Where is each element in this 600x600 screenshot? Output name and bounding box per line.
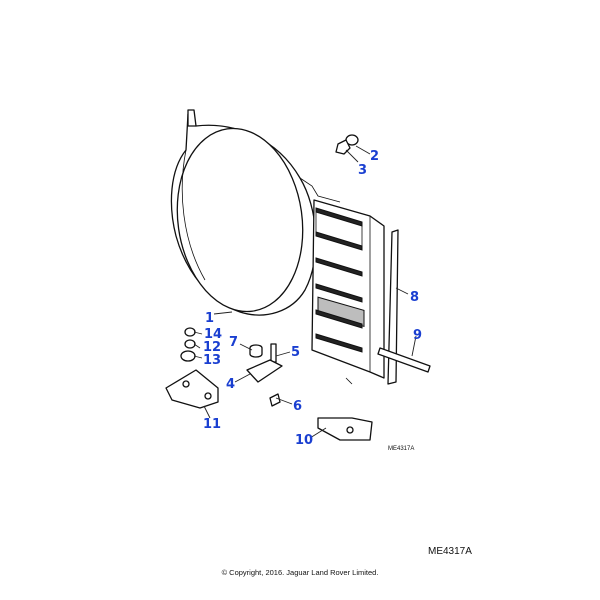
mounting-bracket-left [165,369,219,409]
callout-6: 6 [293,399,302,414]
fan-cowl-ring [170,109,341,316]
callout-12: 12 [203,340,221,355]
mounting-bracket-right [317,417,373,441]
seal-rod [377,347,431,373]
leader-lines [193,145,417,439]
callout-1: 1 [205,311,214,326]
callout-8: 8 [410,290,419,305]
diagram-reference-small: ME4317A [388,446,415,452]
seal-strip [387,229,399,385]
callout-10: 10 [295,433,313,448]
callout-14: 14 [204,327,222,342]
callout-5: 5 [291,345,300,360]
callout-11: 11 [203,417,221,432]
diagram-reference: ME4317A [428,546,472,557]
callout-13: 13 [203,353,221,368]
callout-4: 4 [226,377,235,392]
louvre-slats [315,207,363,353]
washer-stack [180,327,196,362]
callout-2: 2 [370,149,379,164]
callout-7: 7 [229,335,238,350]
louvre-panel [311,199,385,385]
mounting-hardware [246,343,283,407]
copyright-notice: © Copyright, 2016. Jaguar Land Rover Lim… [221,568,379,577]
callout-3: 3 [358,163,367,178]
callouts: 1 2 3 4 5 6 7 8 9 10 11 12 13 14 [203,149,422,448]
callout-9: 9 [413,328,422,343]
